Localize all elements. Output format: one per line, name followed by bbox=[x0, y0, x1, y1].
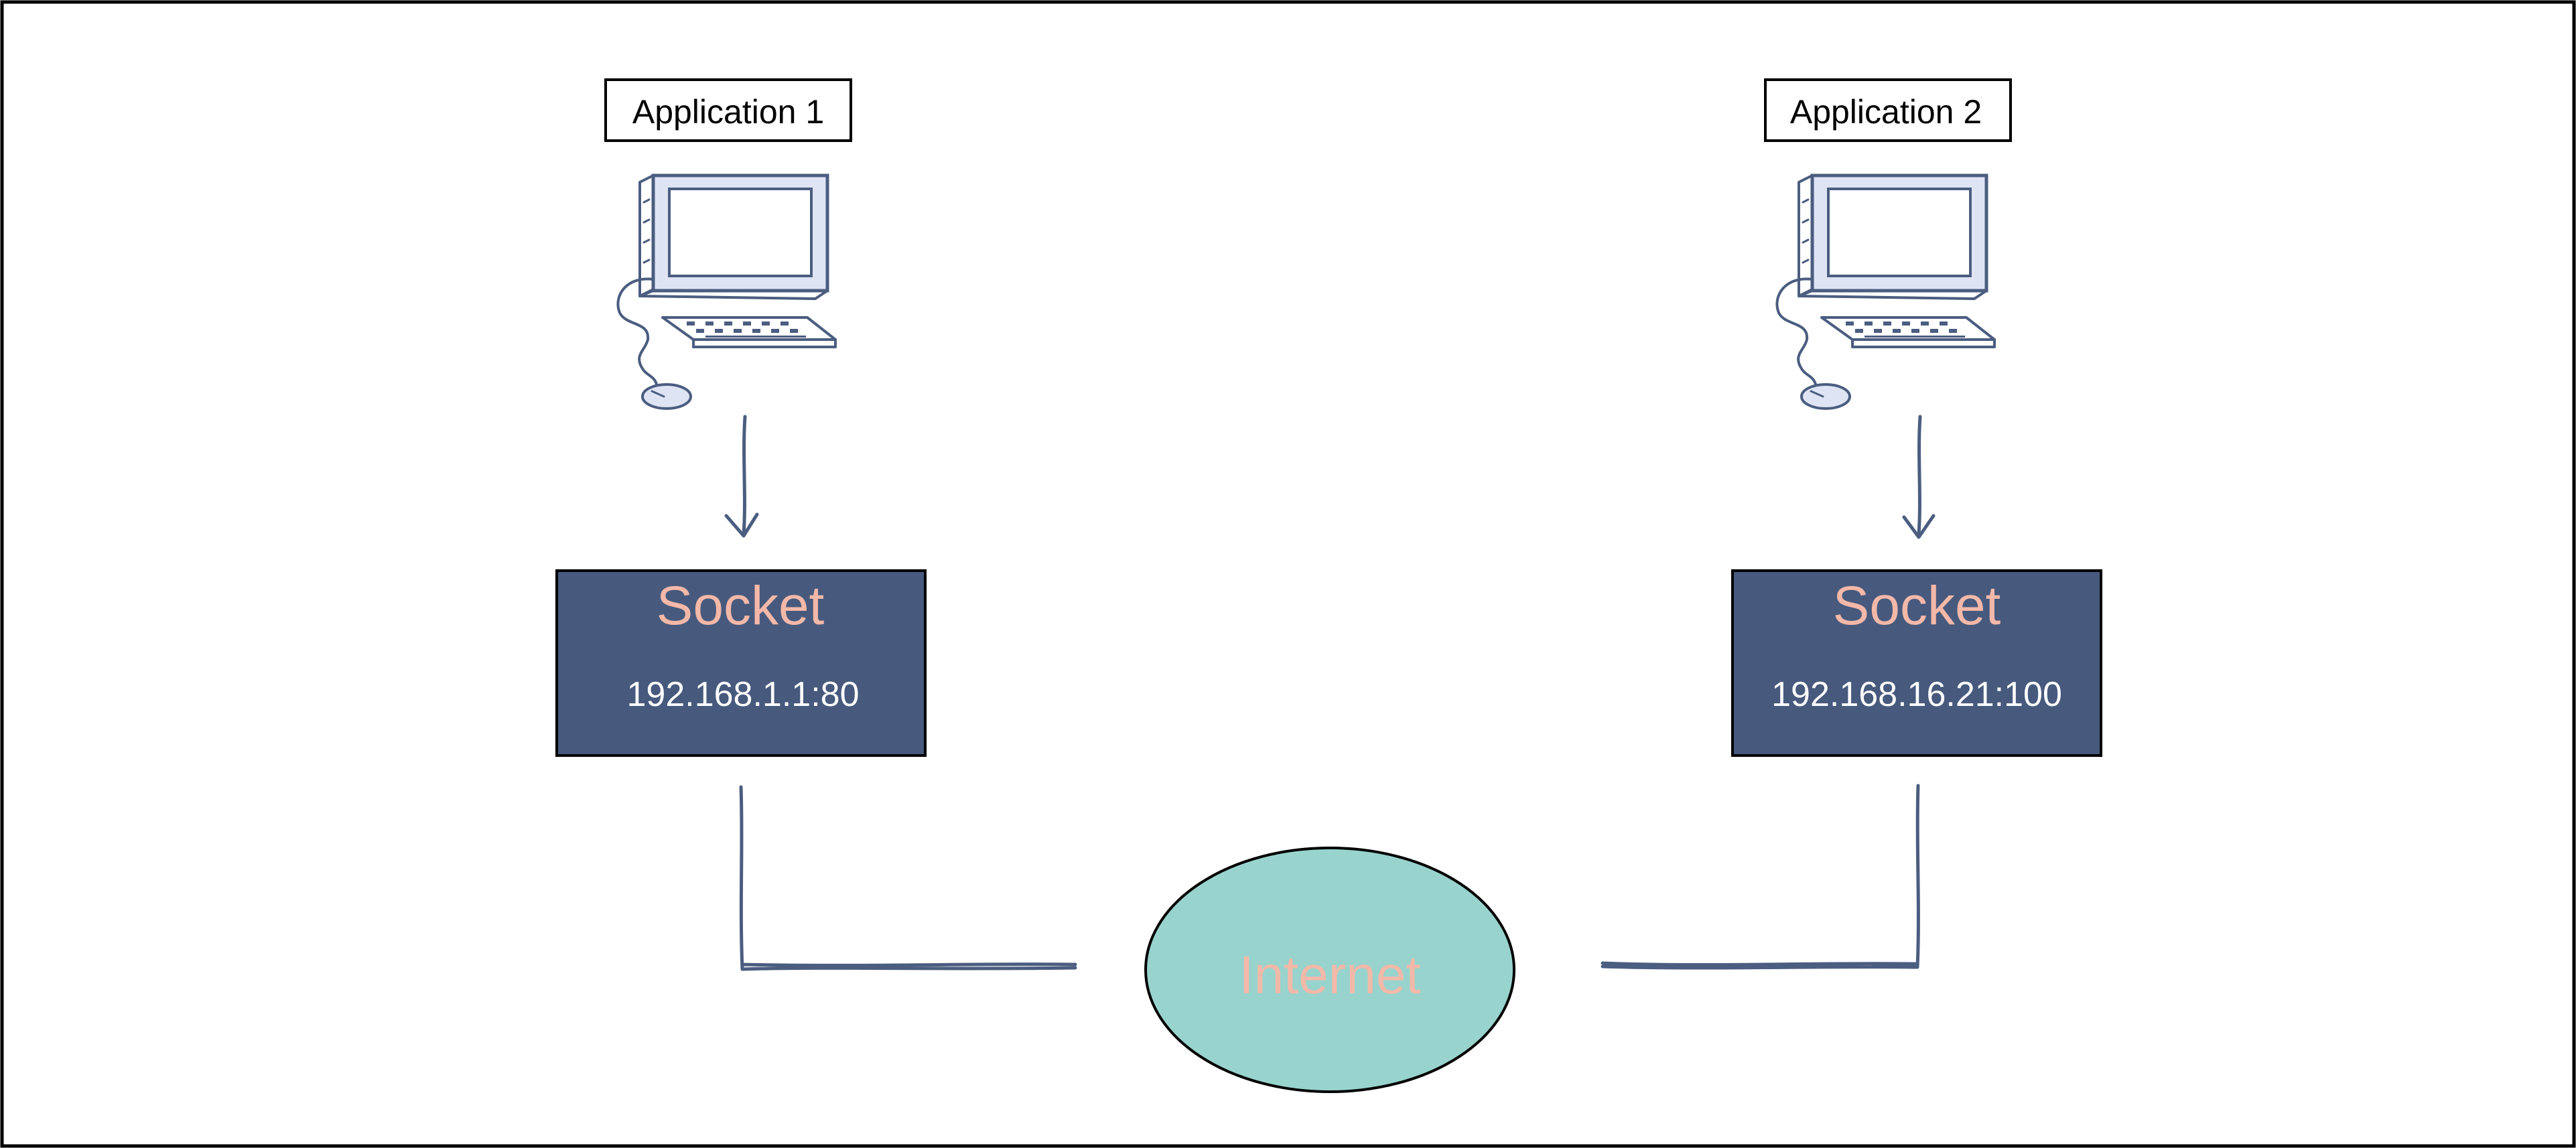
application-2-label-box bbox=[1764, 78, 2012, 142]
down-arrow bbox=[1902, 415, 1936, 539]
connector-line-right bbox=[1601, 784, 1920, 970]
application-1-label-box bbox=[604, 78, 852, 142]
connector-line-left bbox=[739, 785, 1077, 971]
socket-2-title: Socket bbox=[1833, 575, 2001, 636]
internet-ellipse bbox=[1144, 847, 1515, 1093]
socket-1-title: Socket bbox=[657, 575, 825, 636]
application-2-group: Application 2 Socket 192.168.16.21:100 bbox=[1601, 78, 2102, 970]
socket-2-box bbox=[1731, 569, 2102, 757]
internet-label: Internet bbox=[1239, 945, 1420, 1005]
application-1-group: Application 1 Socket 192.168.1.1:80 bbox=[555, 78, 1077, 971]
application-1-label: Application 1 bbox=[632, 93, 824, 131]
down-arrow bbox=[724, 415, 759, 538]
socket-2-address: 192.168.16.21:100 bbox=[1771, 675, 2062, 714]
socket-1-box bbox=[555, 569, 927, 757]
socket-1-address: 192.168.1.1:80 bbox=[627, 675, 860, 714]
internet-cloud: Internet bbox=[1144, 847, 1515, 1093]
application-2-label: Application 2 bbox=[1790, 93, 1982, 131]
